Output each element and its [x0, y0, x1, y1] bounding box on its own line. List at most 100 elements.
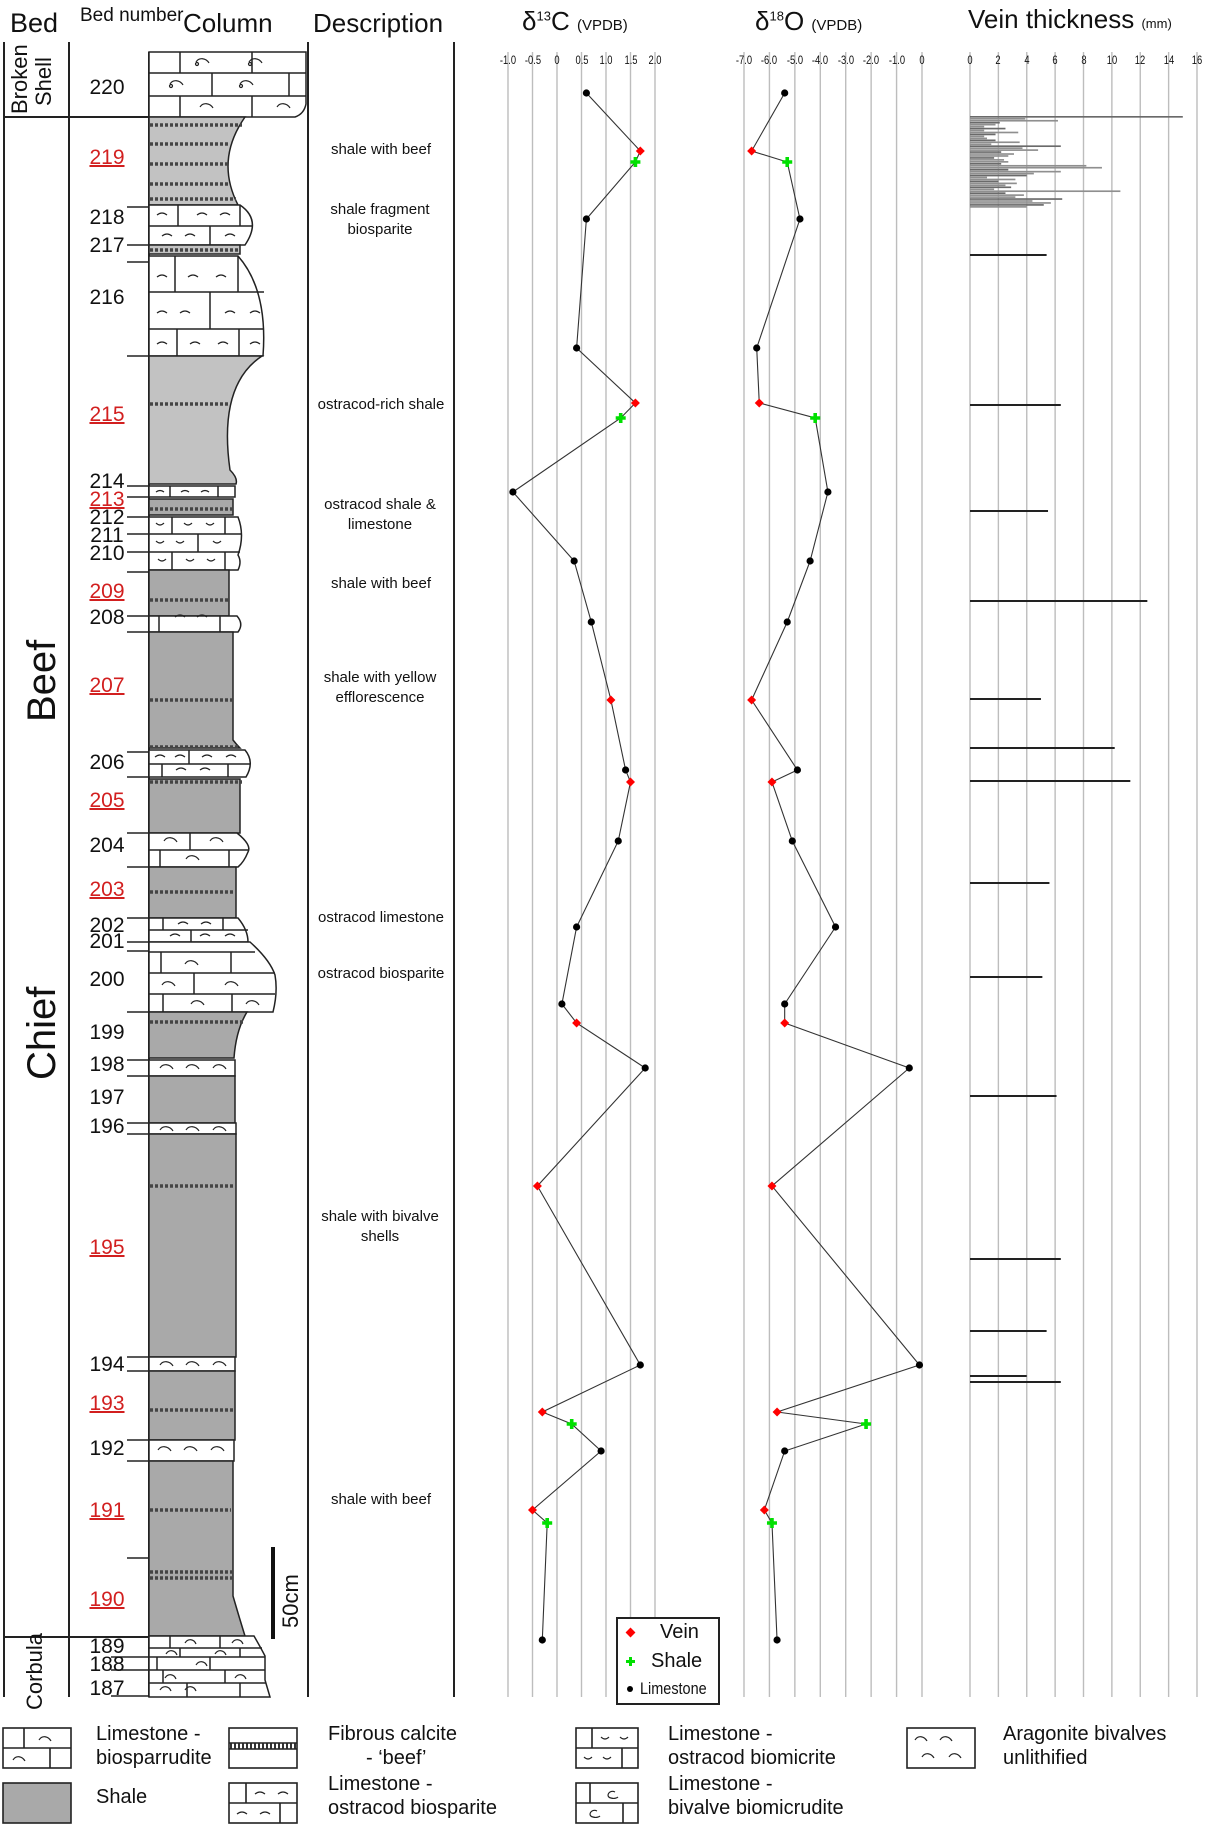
series-line: [512, 92, 647, 1641]
vein-point: [635, 146, 645, 156]
isotope-mass: 13: [536, 8, 551, 24]
bed-number-202: 202: [89, 914, 125, 937]
limestone-point: [753, 344, 761, 352]
shale-marker-icon: [626, 1657, 635, 1666]
limestone-point: [622, 766, 630, 774]
x-tick-label: 2.0: [648, 53, 662, 67]
series-legend: Vein Shale Limestone: [616, 1617, 720, 1705]
limestone-point: [558, 1000, 566, 1008]
legend-line2: unlithified: [1003, 1747, 1088, 1769]
limestone-point: [788, 837, 796, 845]
vein-bar: [970, 157, 995, 159]
bed-215: [148, 355, 265, 485]
x-tick-label: -7.0: [735, 53, 753, 67]
bed-number-191: 191: [89, 1499, 125, 1522]
bed-number-220: 220: [89, 76, 125, 99]
bed-number-200: 200: [89, 968, 125, 991]
bed-number-205: 205: [89, 789, 125, 812]
vein-point: [747, 695, 757, 705]
vein-bar: [970, 166, 1102, 169]
x-tick-label: 1.5: [623, 53, 638, 67]
x-tick-label: 16: [1191, 53, 1203, 67]
swatch-aragonite-icon: [906, 1727, 976, 1769]
frame-hline-corbula: [3, 1636, 148, 1638]
x-tick-label: -6.0: [761, 53, 778, 67]
vein-point: [780, 1018, 790, 1028]
bed-number-217: 217: [89, 234, 125, 257]
shale-point: [782, 157, 793, 167]
limestone-point: [905, 1064, 913, 1072]
vein-bar: [970, 186, 1012, 189]
bed-number-198: 198: [89, 1053, 125, 1076]
vein-point: [772, 1407, 782, 1417]
limestone-point: [806, 557, 814, 565]
shale-point: [615, 413, 626, 424]
vein-bar: [970, 204, 1044, 206]
vein-bar: [970, 164, 1087, 167]
x-tick-label: -5.0: [786, 53, 803, 67]
vein-bar: [970, 198, 1063, 200]
vein-bar: [970, 151, 1002, 153]
legend-line1: Limestone -: [96, 1723, 201, 1745]
limestone-point: [783, 618, 791, 626]
description-text: shale with beef: [330, 575, 432, 592]
vein-bar: [970, 170, 1061, 173]
bed-number-216: 216: [89, 286, 125, 309]
bed-number-212: 212: [89, 506, 125, 529]
vein-bar: [970, 139, 996, 142]
vein-point: [630, 398, 640, 408]
legend-line2: ostracod biosparite: [328, 1797, 497, 1819]
legend-line1: Shale: [96, 1786, 148, 1808]
vein-bar: [970, 206, 1027, 208]
x-tick-label: -2.0: [863, 53, 880, 67]
vein-point: [767, 1181, 777, 1191]
element: O: [783, 6, 805, 36]
bed-number-218: 218: [89, 206, 125, 229]
header-description: Description: [313, 8, 444, 38]
vein-bar: [970, 123, 996, 126]
bed-number-188: 188: [89, 1653, 125, 1676]
bed-193: [148, 1370, 236, 1441]
vein-bar: [970, 172, 1034, 175]
bed-205: [148, 778, 241, 834]
bed-boundary-ticks: [111, 206, 149, 1697]
vein-point: [747, 146, 757, 156]
limestone-point: [573, 344, 581, 352]
frame-description-right: [453, 42, 455, 1697]
limestone-point: [636, 1361, 644, 1369]
limestone-point: [509, 488, 517, 496]
limestone-marker-icon: [627, 1686, 633, 1692]
bed-number-195: 195: [89, 1236, 125, 1259]
bed-number-187: 187: [89, 1677, 125, 1700]
element: C: [550, 6, 570, 36]
limestone-point: [781, 1000, 789, 1008]
bivalve-marks: [157, 58, 291, 1692]
limestone-point: [597, 1447, 605, 1455]
bed-number-214: 214: [89, 470, 125, 493]
delta-symbol: δ: [522, 6, 537, 36]
vein-bar: [970, 147, 1023, 149]
x-tick-label: 0: [967, 53, 973, 67]
limestone-point: [641, 1064, 649, 1072]
bed-number-206: 206: [89, 751, 125, 774]
description-text: ostracod biosparite: [317, 965, 445, 982]
vein-bar: [970, 162, 1002, 165]
x-tick-label: 0: [554, 53, 560, 67]
vein-bar: [970, 143, 992, 146]
vein-bar: [970, 192, 1006, 194]
legend-line1: Aragonite bivalves: [1003, 1723, 1167, 1745]
limestone-point: [614, 837, 622, 845]
bed-208: [148, 615, 242, 633]
vein-point: [759, 1505, 769, 1515]
bed-220: [148, 51, 307, 118]
vein-point: [537, 1407, 547, 1417]
swatch-ostracod-biosparite-icon: [228, 1782, 298, 1824]
vein-bar: [970, 135, 985, 138]
legend-line2: - ‘beef’: [366, 1747, 427, 1769]
vein-point: [626, 777, 635, 787]
legend-line1: Limestone -: [668, 1773, 773, 1795]
vein-bar: [970, 184, 1006, 187]
vein-point: [606, 695, 616, 705]
legend-biosparite: Limestone -ostracod biosparite: [328, 1772, 497, 1820]
